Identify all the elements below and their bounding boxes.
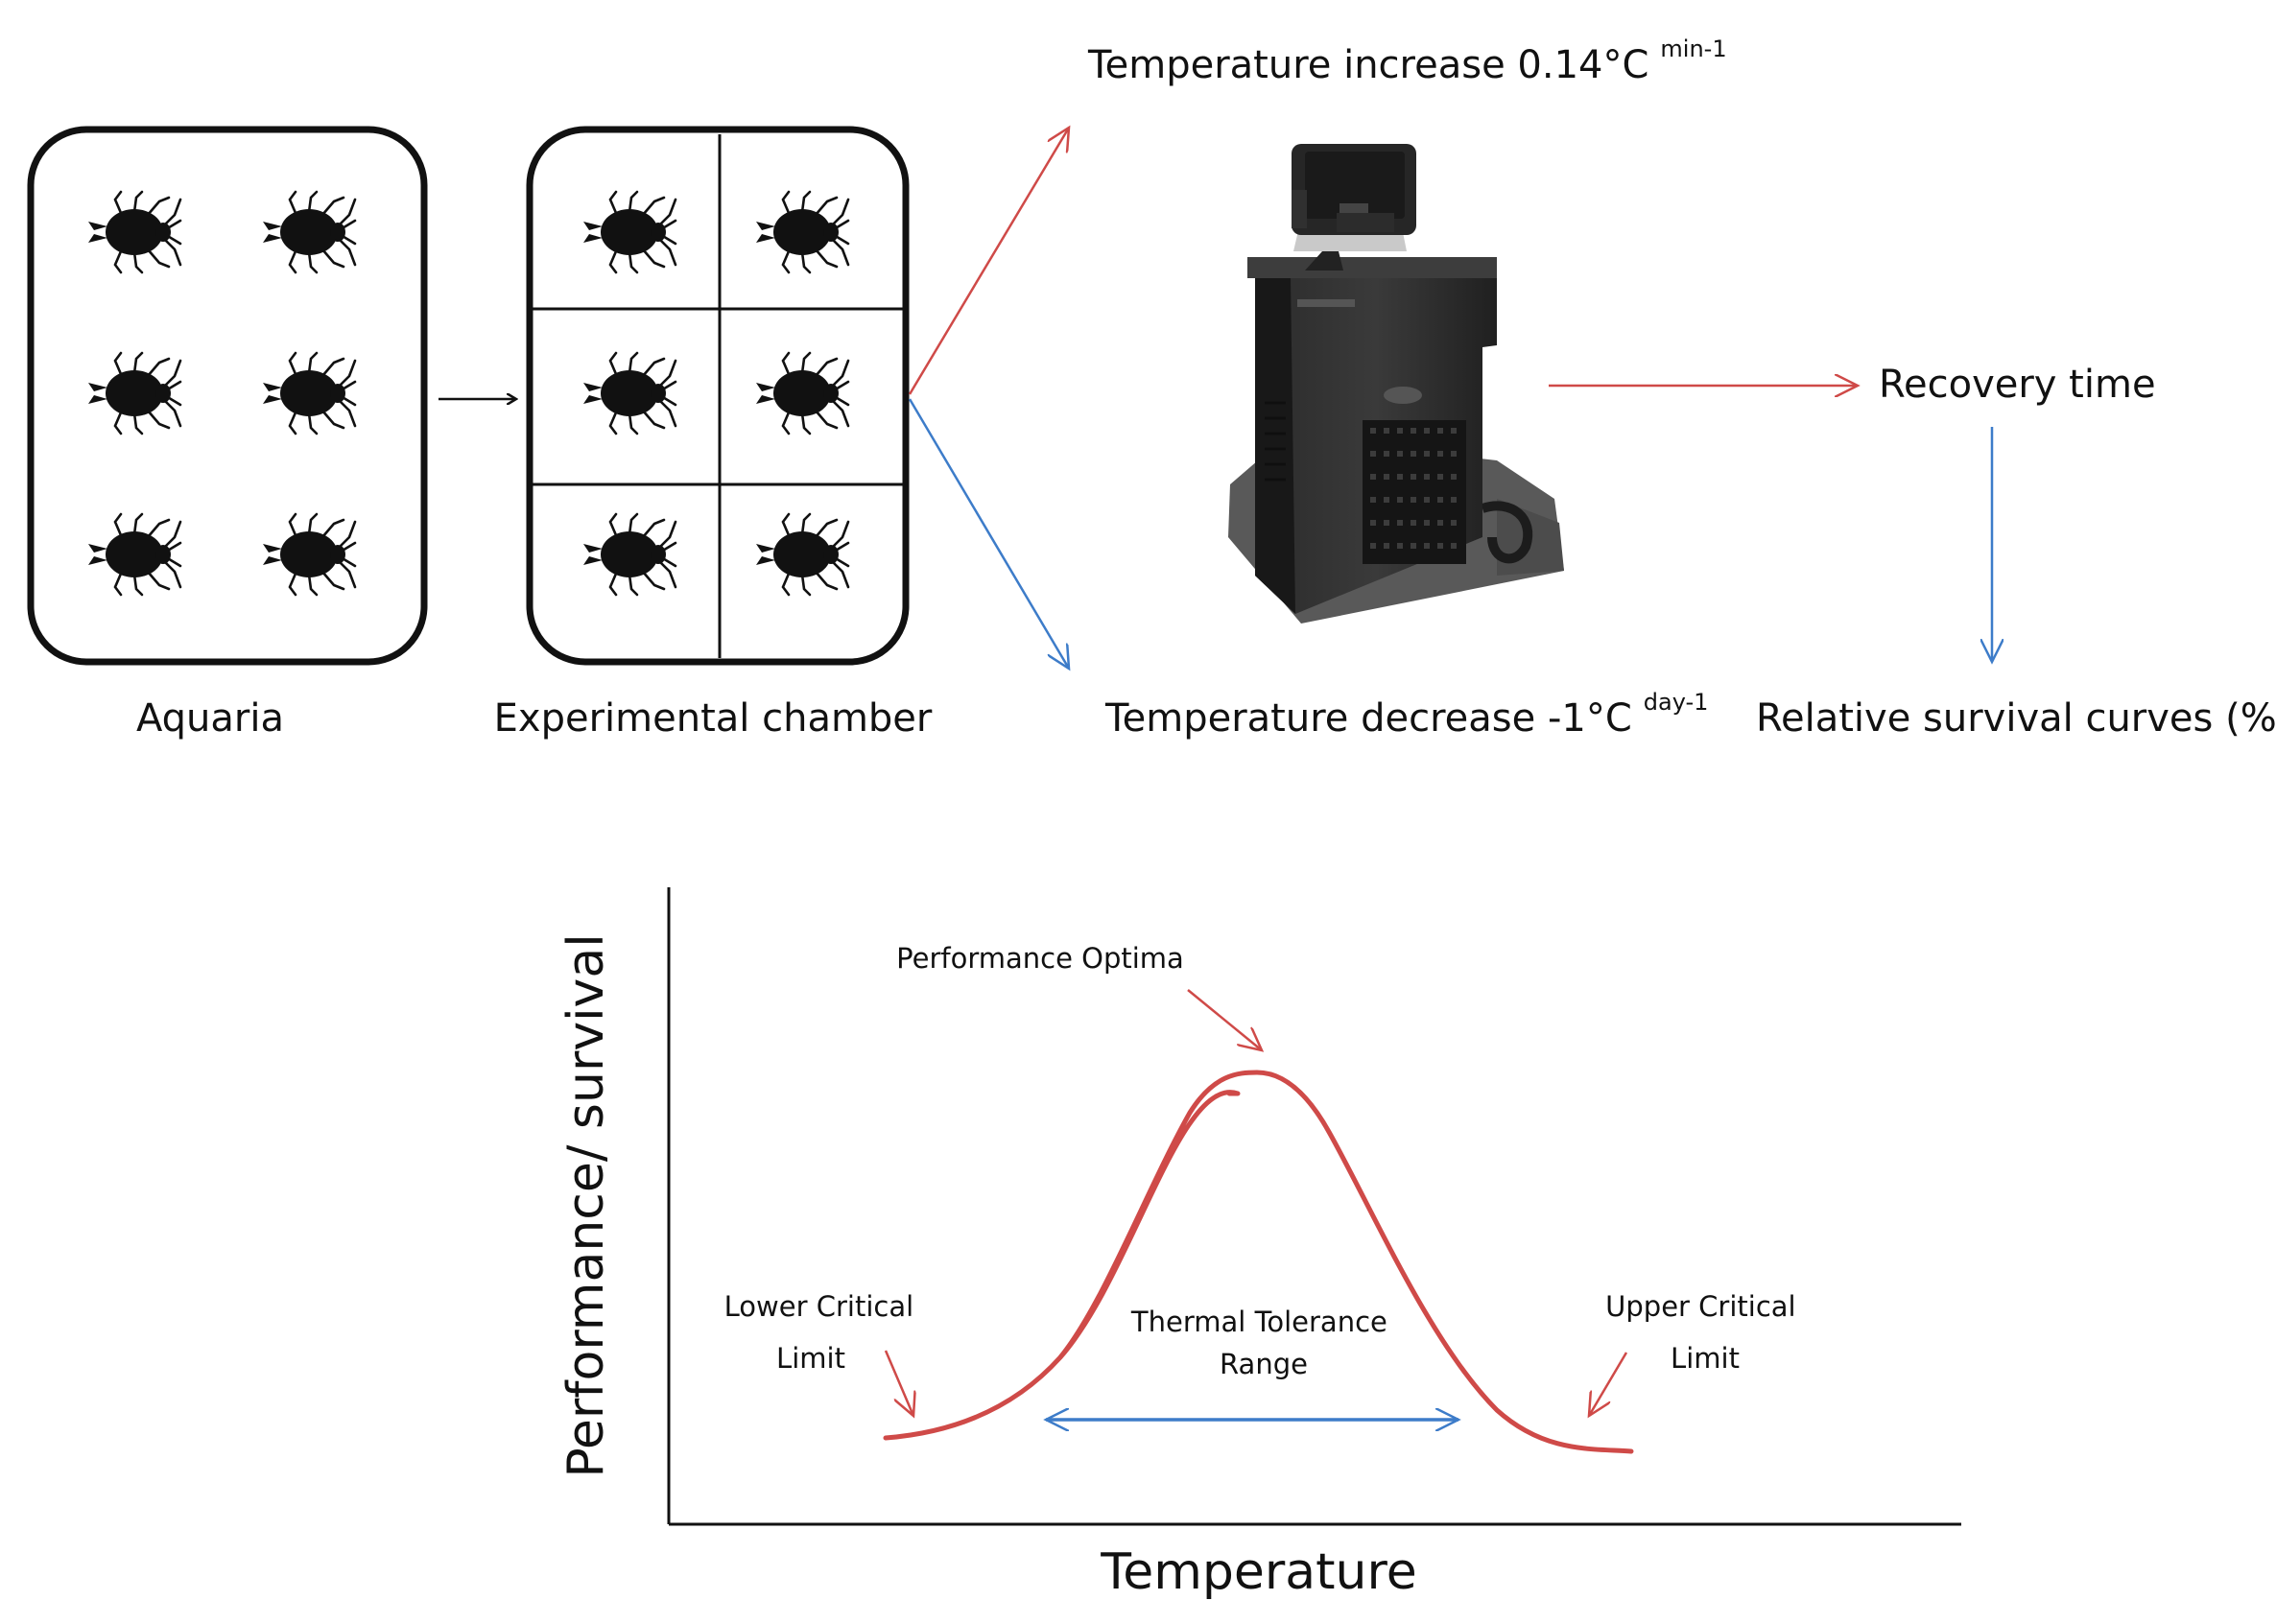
beetle-icon [754, 351, 850, 435]
aquaria-panel: Aquaria [27, 126, 428, 741]
decrease-arrow [908, 398, 1069, 669]
recovery-time-label: Recovery time [1879, 363, 2156, 407]
lower-critical-limit-label: Lower Critical Limit [724, 1290, 923, 1375]
beetle-icon [754, 190, 850, 274]
beetle-icon [86, 351, 182, 435]
upper-limit-pointer-arrow [1589, 1352, 1628, 1416]
beetle-icon [86, 190, 182, 274]
chamber-label: Experimental chamber [494, 696, 933, 741]
survival-curves-label: Relative survival curves (%) [1756, 696, 2276, 741]
aquaria-label: Aquaria [136, 696, 284, 741]
upper-critical-limit-label: Upper Critical Limit [1605, 1290, 1805, 1375]
beetle-icon [581, 351, 677, 435]
y-axis-label: Performance/ survival [557, 933, 615, 1477]
increase-arrow [908, 128, 1069, 395]
x-axis-label: Temperature [1100, 1543, 1416, 1601]
experimental-chamber-panel: Experimental chamber [494, 126, 933, 741]
beetle-icon [261, 512, 357, 597]
optima-pointer-arrow [1187, 989, 1262, 1050]
beetle-icon [261, 190, 357, 274]
thermal-tolerance-range-label: Thermal Tolerance Range [1130, 1306, 1396, 1380]
beetle-icon [754, 512, 850, 597]
beetle-icon [581, 190, 677, 274]
chamber-box [526, 126, 910, 666]
beetle-icon [86, 512, 182, 597]
beetle-icon [261, 351, 357, 435]
beetle-icon [581, 512, 677, 597]
aquaria-box [27, 126, 428, 666]
performance-optima-label: Performance Optima [896, 942, 1184, 975]
performance-curve [883, 1070, 1634, 1454]
thermal-performance-plot: Performance Optima Lower Critical Limit … [557, 887, 1961, 1601]
water-bath-machine-icon [1228, 144, 1564, 624]
lower-limit-pointer-arrow [884, 1350, 913, 1416]
